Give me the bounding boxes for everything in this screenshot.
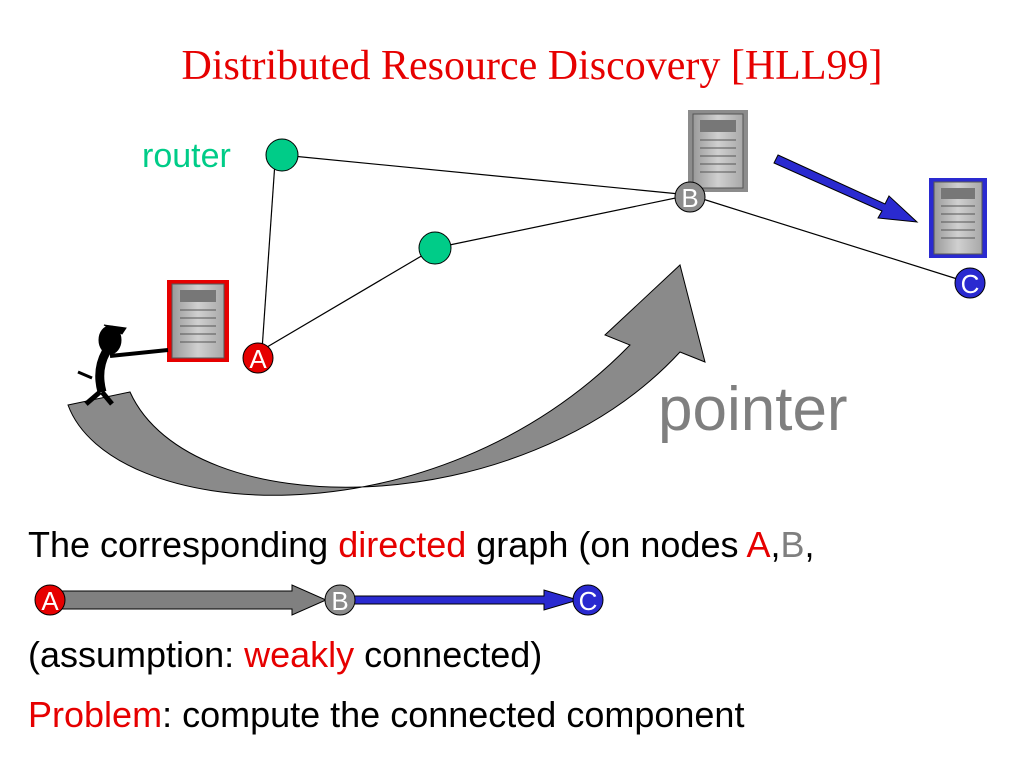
stick-figure-icon xyxy=(77,324,169,406)
link-router2-b xyxy=(434,194,691,249)
graph-node-b[interactable]: B xyxy=(324,584,356,616)
network-links xyxy=(261,154,971,351)
router-node-icon[interactable] xyxy=(265,138,299,172)
text-plain: : compute the connected component xyxy=(162,694,745,735)
text-comma: , xyxy=(770,524,781,565)
text-line-assumption: (assumption: weakly connected) xyxy=(28,634,542,676)
text-emphasis-problem: Problem xyxy=(28,694,163,735)
node-c[interactable]: C xyxy=(954,267,986,299)
graph-node-a-label: A xyxy=(41,586,59,616)
node-a[interactable]: A xyxy=(242,342,274,374)
text-line-problem: Problem: compute the connected component xyxy=(28,694,744,736)
text-node-a: A xyxy=(746,524,771,565)
server-a-icon xyxy=(167,280,229,362)
link-b-c xyxy=(689,194,971,284)
link-router1-b xyxy=(281,154,691,196)
text-plain: graph (on nodes xyxy=(466,524,747,565)
graph-node-c-label: C xyxy=(579,586,598,616)
text-plain: The corresponding xyxy=(28,524,339,565)
slide-title: Distributed Resource Discovery [HLL99] xyxy=(181,43,883,89)
text-plain: (assumption: xyxy=(28,634,245,675)
text-plain: connected) xyxy=(354,634,543,675)
directed-graph: A B C xyxy=(34,584,604,616)
server-b-icon xyxy=(688,110,748,192)
pointer-curved-arrow xyxy=(67,264,706,496)
text-comma: , xyxy=(804,524,815,565)
blue-pointer-arrow xyxy=(773,154,919,223)
link-router1-a xyxy=(261,161,276,351)
server-c-icon xyxy=(929,178,987,258)
node-b-label: B xyxy=(681,183,698,213)
text-emphasis-weakly: weakly xyxy=(244,634,355,675)
graph-node-c[interactable]: C xyxy=(572,584,604,616)
text-node-b: B xyxy=(780,524,805,565)
graph-node-b-label: B xyxy=(331,586,348,616)
pointer-label: pointer xyxy=(658,375,848,444)
text-emphasis-directed: directed xyxy=(338,524,467,565)
link-a-router2 xyxy=(261,247,436,351)
edge-b-c-arrow xyxy=(351,589,580,611)
router-node-icon[interactable] xyxy=(418,231,452,265)
node-a-label: A xyxy=(249,344,267,374)
node-c-label: C xyxy=(961,269,980,299)
graph-node-a[interactable]: A xyxy=(34,584,66,616)
edge-a-b-arrow xyxy=(61,584,328,616)
router-label: router xyxy=(142,137,231,175)
node-b[interactable]: B xyxy=(674,181,706,213)
text-line-directed-graph: The corresponding directed graph (on nod… xyxy=(28,524,815,566)
